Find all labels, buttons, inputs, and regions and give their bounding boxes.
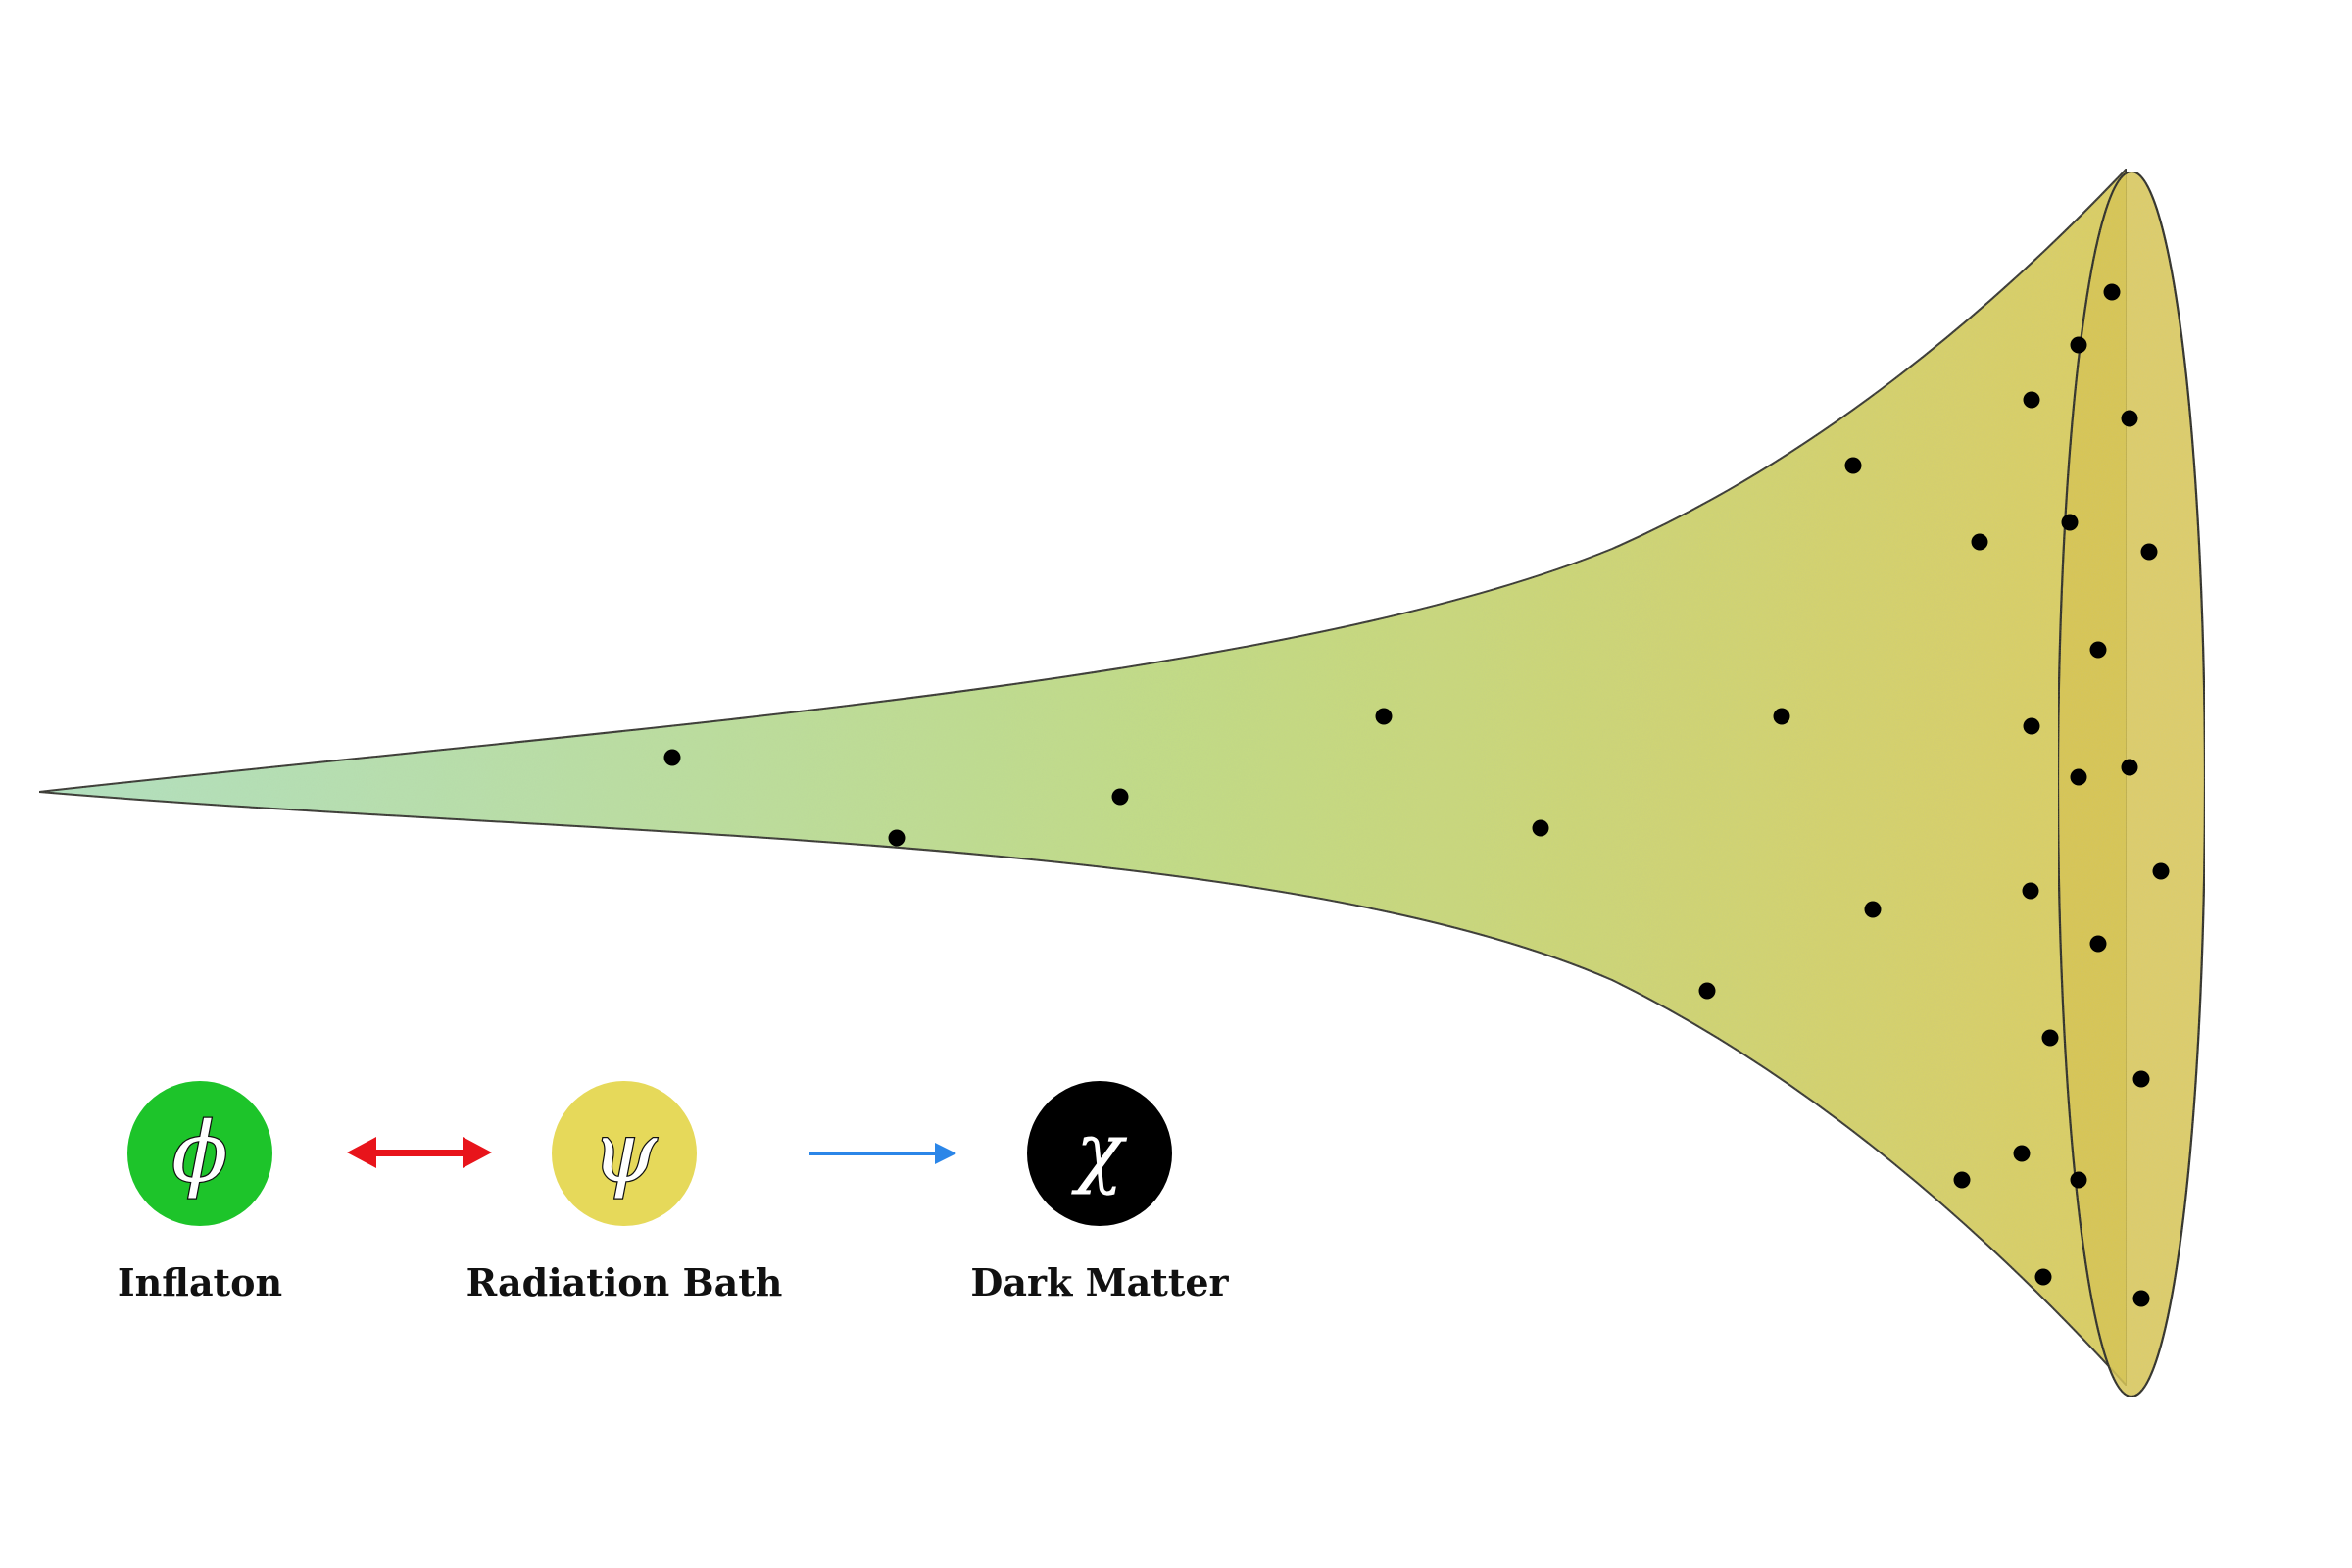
particle-dot: [888, 829, 906, 847]
funnel-mouth-ellipse: [2056, 170, 2207, 1398]
particle-dot: [1773, 708, 1790, 725]
radiation-circle-icon: [552, 1081, 697, 1226]
particle-dot: [1864, 901, 1882, 918]
legend-radiation: ψ Radiation Bath: [466, 1081, 783, 1304]
particle-dot: [2013, 1145, 2031, 1162]
particle-dot: [2140, 543, 2158, 561]
decay-arrow-icon: [809, 1143, 956, 1164]
inflaton-circle-icon: [127, 1081, 272, 1226]
particle-dot: [1111, 788, 1129, 806]
particle-dot: [2034, 1268, 2052, 1286]
particle-dot: [2041, 1029, 2059, 1047]
dark-matter-circle-icon: [1027, 1081, 1172, 1226]
particle-dot: [1375, 708, 1393, 725]
particle-dot: [2121, 410, 2138, 427]
particle-dot: [2152, 862, 2170, 880]
dark-matter-symbol: χ: [1071, 1105, 1128, 1197]
radiation-symbol: ψ: [592, 1104, 658, 1200]
particle-dot: [2089, 935, 2107, 953]
particle-dot: [1698, 982, 1716, 1000]
dark-matter-label: Dark Matter: [970, 1260, 1229, 1304]
particle-dot: [2070, 768, 2087, 786]
inflaton-label: Inflaton: [118, 1260, 282, 1304]
particle-dot: [2089, 641, 2107, 659]
particle-dot: [663, 749, 681, 766]
particle-dots: [663, 283, 2170, 1307]
particle-dot: [2061, 514, 2079, 531]
particle-dot: [1532, 819, 1549, 837]
particle-dot: [2132, 1290, 2150, 1307]
particle-dot: [2070, 1171, 2087, 1189]
particle-dot: [1971, 533, 1988, 551]
particle-dot: [1844, 457, 1862, 474]
exchange-arrow-icon: [347, 1137, 492, 1168]
particle-dot: [2023, 717, 2040, 735]
particle-dot: [1953, 1171, 1971, 1189]
particle-dot: [2022, 882, 2039, 900]
inflaton-symbol: ϕ: [172, 1104, 227, 1200]
particle-dot: [2121, 759, 2138, 776]
particle-dot: [2103, 283, 2121, 301]
radiation-label: Radiation Bath: [466, 1260, 783, 1304]
particle-dot: [2132, 1070, 2150, 1088]
legend-inflaton: ϕ Inflaton: [118, 1081, 282, 1304]
legend-dark-matter: χ Dark Matter: [970, 1081, 1230, 1304]
particle-dot: [2023, 391, 2040, 409]
particle-dot: [2070, 336, 2087, 354]
